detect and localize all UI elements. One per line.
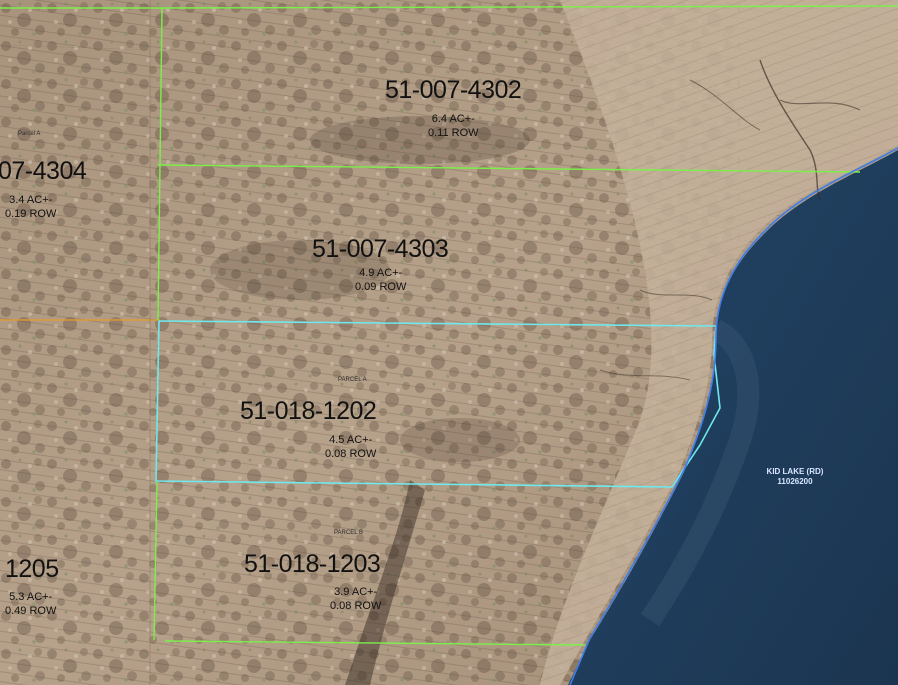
parcel-id-1203[interactable]: 51-018-1203 <box>244 550 381 578</box>
parcel-area-1205: 5.3 AC+- 0.49 ROW <box>5 590 56 618</box>
parcel-b-label: PARCEL B <box>334 530 364 536</box>
parcel-acres: 4.5 AC+- <box>329 434 373 446</box>
parcel-area-4303: 4.9 AC+- 0.09 ROW <box>355 266 406 294</box>
parcel-row: 0.49 ROW <box>5 605 57 617</box>
parcel-area-1203: 3.9 AC+- 0.08 ROW <box>330 585 381 613</box>
parcel-id-4302[interactable]: 51-007-4302 <box>385 76 522 104</box>
parcel-a-label: PARCEL A <box>338 377 367 383</box>
parcel-acres: 6.4 AC+- <box>431 113 475 125</box>
parcel-id-4304[interactable]: 07-4304 <box>0 157 87 185</box>
parcel-id-1202[interactable]: 51-018-1202 <box>240 397 377 425</box>
parcel-row: 0.08 ROW <box>330 600 382 612</box>
parcel-row: 0.08 ROW <box>325 448 377 460</box>
parcel-acres: 3.4 AC+- <box>9 194 53 206</box>
parcel-id-4303[interactable]: 51-007-4303 <box>312 235 449 263</box>
parcel-acres: 4.9 AC+- <box>359 267 403 279</box>
parcel-row: 0.09 ROW <box>355 281 407 293</box>
parcel-row: 0.19 ROW <box>5 208 57 220</box>
parcel-id-1205[interactable]: 1205 <box>5 555 59 583</box>
parcel-acres: 3.9 AC+- <box>334 586 378 598</box>
lake-code: 11026200 <box>777 477 813 486</box>
parcel-area-4304: 3.4 AC+- 0.19 ROW <box>5 193 56 221</box>
parcel-area-4302: 6.4 AC+- 0.11 ROW <box>428 112 479 140</box>
parcel-acres: 5.3 AC+- <box>9 591 53 603</box>
lake-name: KID LAKE (RD) <box>766 467 824 476</box>
parcel-a-label-left: Parcel A <box>18 131 41 137</box>
parcel-area-1202: 4.5 AC+- 0.08 ROW <box>325 433 376 461</box>
lake-label[interactable]: KID LAKE (RD) 11026200 <box>745 467 845 487</box>
parcel-row: 0.11 ROW <box>428 127 479 139</box>
